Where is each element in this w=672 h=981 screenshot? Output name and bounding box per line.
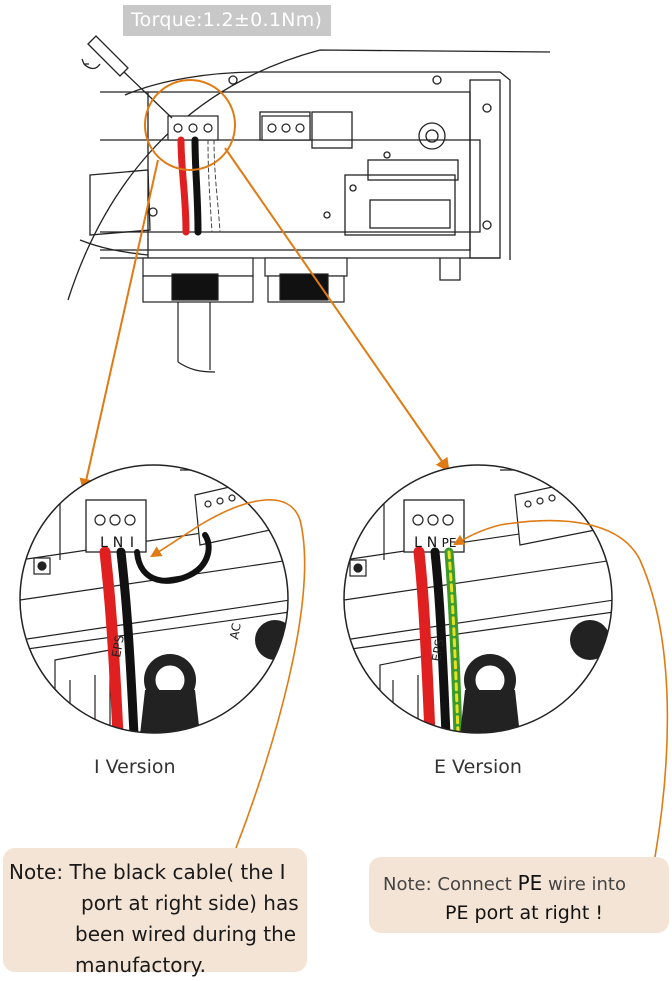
note-black-cable: Note: The black cable( the I port at rig… xyxy=(3,848,307,977)
pointer-arrows xyxy=(79,147,450,493)
left-terminal-n: N xyxy=(113,535,123,551)
note-right-part1: Note: Connect xyxy=(383,874,512,895)
e-version-caption: E Version xyxy=(434,756,522,778)
note-right-pe2: PE xyxy=(445,902,469,924)
i-version-caption: I Version xyxy=(94,756,176,778)
right-terminal-pe: PE xyxy=(442,536,457,550)
left-eps-mark: EPS xyxy=(109,634,127,659)
note-left-prefix: Note: xyxy=(9,860,64,884)
note-left-line3: been wired during the xyxy=(75,922,297,946)
note-left-line2: port at right side) has xyxy=(81,891,299,915)
top-wires xyxy=(177,136,221,236)
left-ac-mark: AC xyxy=(227,622,244,641)
note-left-line4: manufactory. xyxy=(75,953,207,977)
top-terminal-block xyxy=(167,115,311,141)
note-right-pe1: PE xyxy=(517,871,543,895)
right-terminal-l: L xyxy=(414,535,422,551)
left-terminal-i: I xyxy=(130,535,134,551)
note-left-row1: Note: The black cable( the I xyxy=(9,857,307,888)
left-terminal-l: L xyxy=(100,535,108,551)
i-version-detail: L N I EPS AC xyxy=(19,464,289,734)
magnify-ring xyxy=(144,79,236,171)
e-version-detail: L N PE EPS xyxy=(343,464,613,734)
note-pe-wire: Note: Connect PE wire into PE port at ri… xyxy=(369,857,669,933)
screwdriver-icon xyxy=(81,35,173,119)
right-eps-mark: EPS xyxy=(429,638,447,663)
torque-label: Torque:1.2±0.1Nm) xyxy=(123,5,331,36)
note-right-row2: PE port at right ! xyxy=(383,899,669,927)
cable-glands xyxy=(142,257,348,373)
note-left-line1: The black cable( the I xyxy=(69,860,286,884)
right-terminal-n: N xyxy=(427,535,437,551)
note-right-row1: Note: Connect PE wire into xyxy=(383,869,669,899)
note-right-part2: wire into xyxy=(548,874,627,895)
note-leaders xyxy=(150,499,669,858)
note-right-part3: port at right ! xyxy=(474,902,603,924)
